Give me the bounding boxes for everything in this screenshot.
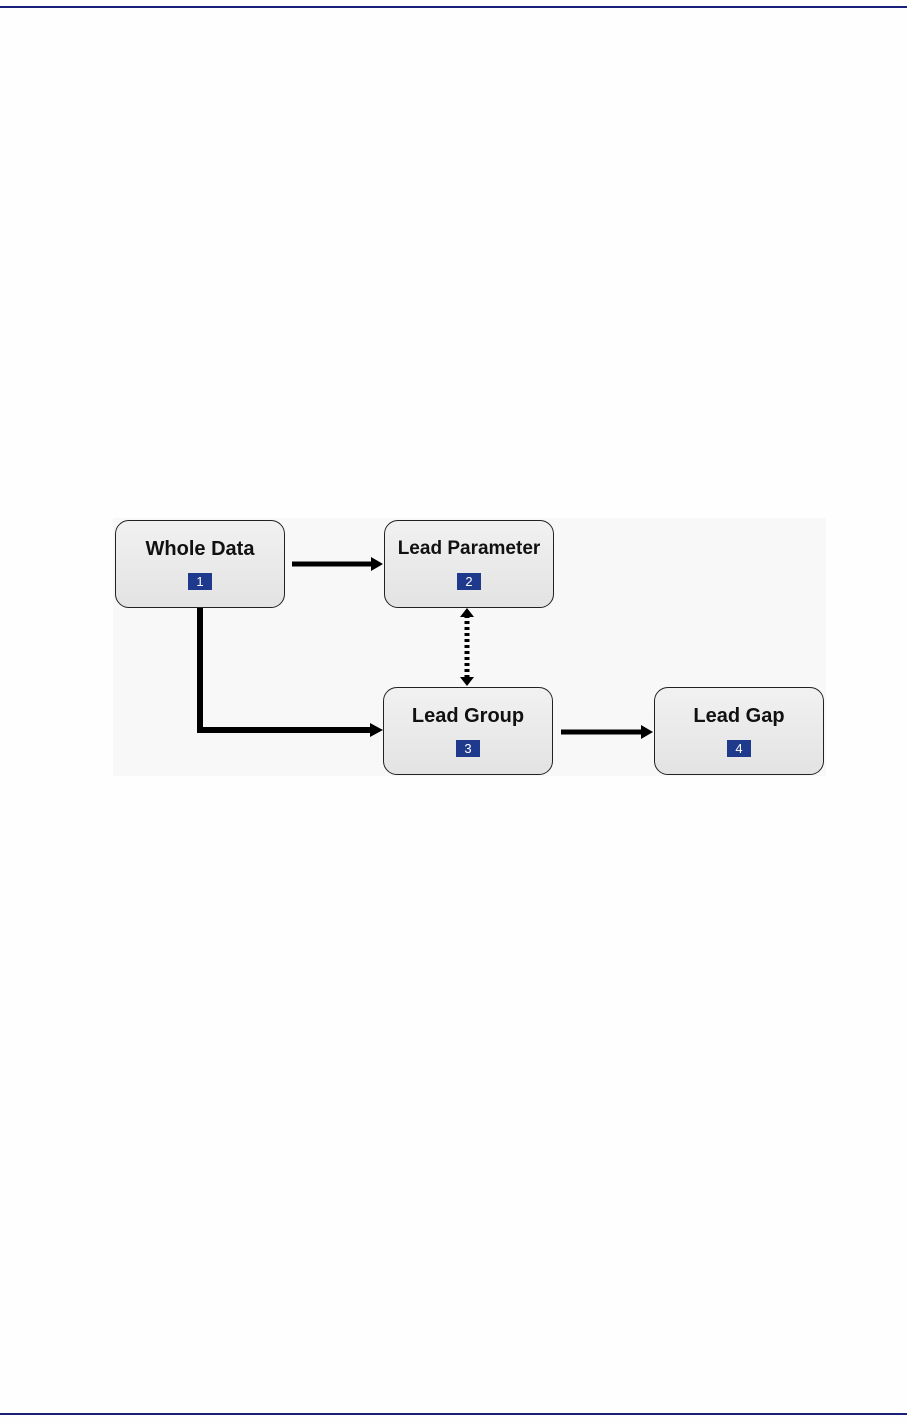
node-label: Lead Group xyxy=(384,705,552,728)
node-label: Whole Data xyxy=(116,538,284,561)
arrow-whole-data-to-lead-parameter xyxy=(292,557,383,571)
node-label: Lead Parameter xyxy=(385,538,553,560)
node-number-badge: 1 xyxy=(188,573,212,590)
node-number-badge: 2 xyxy=(457,573,481,590)
node-number-badge: 3 xyxy=(456,740,480,757)
flow-diagram: Whole Data 1 Lead Parameter 2 Lead Group… xyxy=(113,518,826,776)
arrow-whole-data-to-lead-group xyxy=(200,608,383,737)
node-lead-parameter: Lead Parameter 2 xyxy=(384,520,554,608)
node-label: Lead Gap xyxy=(655,705,823,728)
footer-rule xyxy=(0,1413,907,1415)
node-number-badge: 4 xyxy=(727,740,751,757)
node-lead-gap: Lead Gap 4 xyxy=(654,687,824,775)
arrow-lead-parameter-lead-group-dotted xyxy=(460,608,474,686)
node-whole-data: Whole Data 1 xyxy=(115,520,285,608)
header-rule xyxy=(0,6,907,8)
arrow-lead-group-to-lead-gap xyxy=(561,725,653,739)
node-lead-group: Lead Group 3 xyxy=(383,687,553,775)
